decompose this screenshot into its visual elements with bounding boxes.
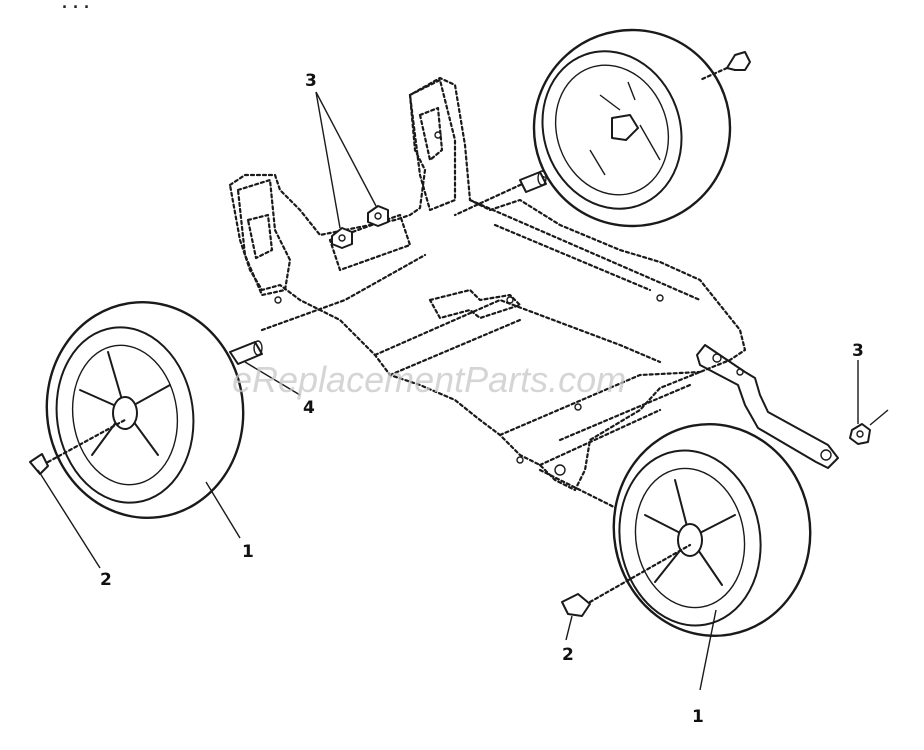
hub-cap	[29, 418, 127, 475]
callout-left-wheel: 1	[242, 542, 254, 562]
left-wheel	[45, 300, 245, 520]
callout-right-wheel: 1	[692, 707, 704, 727]
callout-spacer: 4	[303, 398, 315, 418]
spacer-upper	[519, 170, 547, 193]
header-fragment: ...	[60, 0, 93, 12]
watermark: eReplacementParts.com	[232, 359, 626, 400]
rear-right-wheel	[532, 28, 732, 228]
nut	[331, 227, 353, 249]
spacer-lower	[229, 340, 263, 365]
leader-lines	[37, 91, 859, 691]
callout-right-cap: 2	[562, 645, 574, 665]
right-front-wheel	[612, 423, 812, 637]
nut	[367, 205, 389, 227]
callout-right-nut: 3	[852, 341, 864, 361]
callout-left-cap: 2	[100, 570, 112, 590]
nut	[849, 409, 889, 445]
callout-top-nuts: 3	[305, 71, 317, 91]
bolt	[698, 51, 751, 82]
hub-cap	[561, 543, 692, 617]
linkage-arm	[696, 344, 839, 469]
